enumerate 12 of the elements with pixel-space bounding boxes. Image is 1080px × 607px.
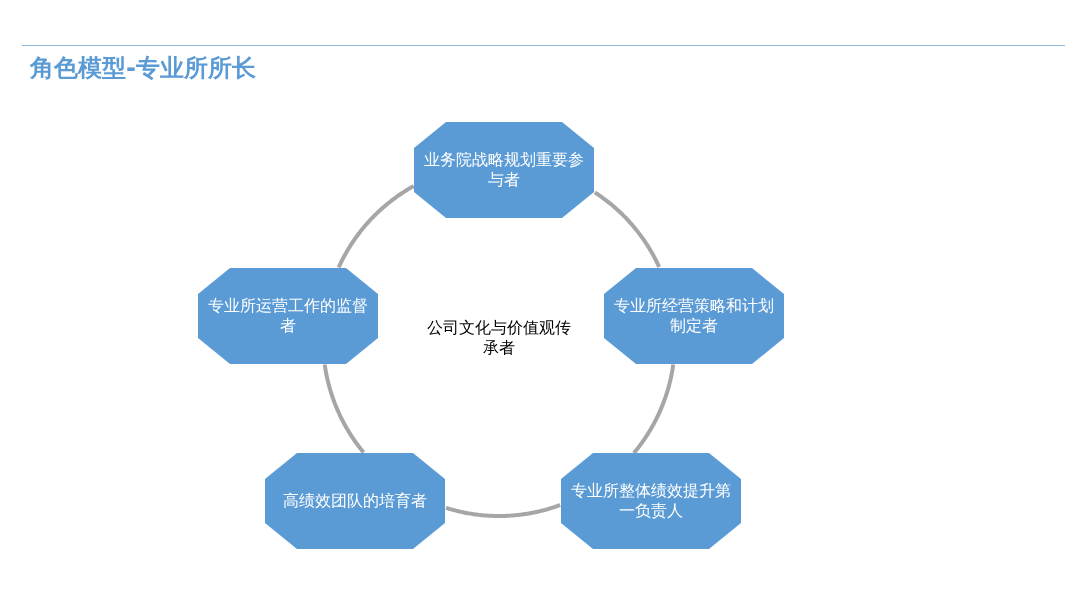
role-text: 专业所经营策略和计划制定者 [614, 296, 774, 336]
ring-arc [322, 363, 366, 454]
ring-arc [593, 190, 661, 268]
ring-arc [445, 503, 561, 518]
role-text: 专业所运营工作的监督者 [208, 296, 368, 336]
role-text: 专业所整体绩效提升第一负责人 [571, 481, 731, 521]
ring-arc [336, 184, 415, 269]
center-text: 公司文化与价值观传承者 [426, 318, 572, 358]
role-text: 业务院战略规划重要参与者 [424, 150, 584, 190]
ring-arc [632, 363, 676, 455]
role-text: 高绩效团队的培育者 [282, 491, 428, 511]
slide-title: 角色模型-专业所所长 [30, 53, 256, 84]
